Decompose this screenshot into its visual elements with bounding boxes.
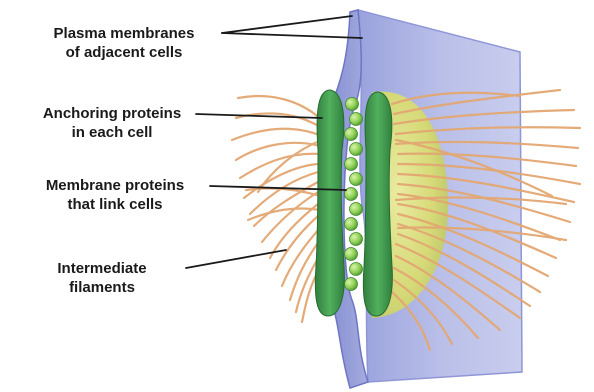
label-intermediate-filaments: Intermediate filaments xyxy=(14,259,190,297)
label-anchoring-proteins-line2: in each cell xyxy=(14,123,210,142)
leader-line-plasma-b xyxy=(222,33,362,38)
linker-bead xyxy=(350,113,363,126)
label-plasma-membranes: Plasma membranes of adjacent cells xyxy=(18,24,230,62)
linker-bead xyxy=(350,143,363,156)
linker-bead xyxy=(346,98,359,111)
linker-bead xyxy=(345,248,358,261)
leader-line-plasma-a xyxy=(222,16,352,33)
linker-bead xyxy=(350,263,363,276)
left-anchoring-plaque xyxy=(315,90,344,316)
label-anchoring-proteins-line1: Anchoring proteins xyxy=(14,104,210,123)
label-membrane-proteins-line1: Membrane proteins xyxy=(10,176,220,195)
linker-bead xyxy=(345,218,358,231)
label-intermediate-filaments-line1: Intermediate xyxy=(14,259,190,278)
right-anchoring-plaque xyxy=(363,92,392,316)
label-anchoring-proteins: Anchoring proteins in each cell xyxy=(14,104,210,142)
label-membrane-proteins-line2: that link cells xyxy=(10,195,220,214)
label-intermediate-filaments-line2: filaments xyxy=(14,278,190,297)
label-plasma-membranes-line1: Plasma membranes xyxy=(18,24,230,43)
linker-bead xyxy=(345,158,358,171)
leader-line-filaments xyxy=(186,250,286,268)
linker-bead xyxy=(345,278,358,291)
linker-bead xyxy=(350,203,363,216)
linker-bead xyxy=(350,233,363,246)
filaments-left-bundle xyxy=(232,96,322,322)
label-plasma-membranes-line2: of adjacent cells xyxy=(18,43,230,62)
linker-bead xyxy=(350,173,363,186)
linker-bead xyxy=(345,128,358,141)
label-membrane-proteins: Membrane proteins that link cells xyxy=(10,176,220,214)
